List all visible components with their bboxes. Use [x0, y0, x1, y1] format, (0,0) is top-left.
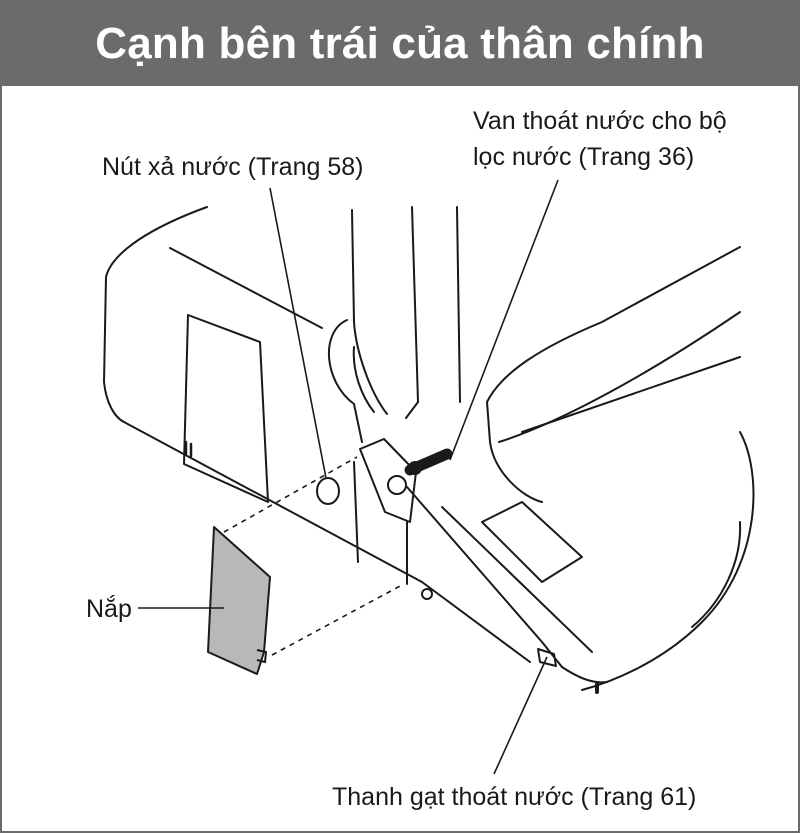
- label-filter-valve-line2: lọc nước (Trang 36): [473, 143, 695, 171]
- header-bar: Cạnh bên trái của thân chính: [2, 2, 798, 86]
- label-filter-valve-line1: Van thoát nước cho bộ: [473, 107, 727, 135]
- bracket-leg: [353, 461, 408, 585]
- foot-tip: [561, 666, 608, 684]
- valve-bracket: [359, 438, 417, 523]
- body-top-edge: [169, 247, 323, 329]
- base-inner-edge: [498, 311, 741, 443]
- column-right: [405, 206, 419, 419]
- base-rect: [481, 501, 583, 583]
- foot-edge: [441, 506, 593, 653]
- side-panel: [183, 314, 269, 503]
- valve-screw: [404, 448, 453, 476]
- label-drain-button: Nút xả nước (Trang 58): [102, 153, 364, 181]
- drain-lever: [537, 648, 557, 667]
- base-front: [486, 401, 543, 503]
- drain-button: [316, 477, 340, 505]
- cover-tab: [256, 649, 268, 664]
- foot-top: [406, 486, 563, 668]
- label-drain-lever: Thanh gạt thoát nước (Trang 61): [332, 783, 697, 811]
- cover-piece: [207, 526, 271, 675]
- page-title: Cạnh bên trái của thân chính: [95, 19, 705, 68]
- label-cover: Nắp: [86, 595, 132, 623]
- valve-ring: [387, 475, 407, 495]
- small-hole: [421, 588, 433, 600]
- column-rear: [456, 206, 461, 403]
- base-side-line: [521, 356, 741, 433]
- body-top-outline: [103, 206, 423, 583]
- base-under-curve: [691, 521, 742, 628]
- arm-inner: [352, 346, 375, 413]
- guide-line-upper: [223, 456, 358, 533]
- base-top-edge: [486, 246, 741, 403]
- guide-line-lower: [271, 584, 403, 656]
- column-left: [351, 209, 388, 415]
- leader-drain-button: [269, 187, 327, 479]
- foot-bottom: [421, 581, 531, 663]
- leader-drain-lever: [493, 656, 548, 775]
- leader-filter-valve: [449, 179, 559, 461]
- base-right-curve: [581, 431, 755, 691]
- arm-curve: [327, 319, 363, 443]
- panel-mark: [184, 440, 193, 458]
